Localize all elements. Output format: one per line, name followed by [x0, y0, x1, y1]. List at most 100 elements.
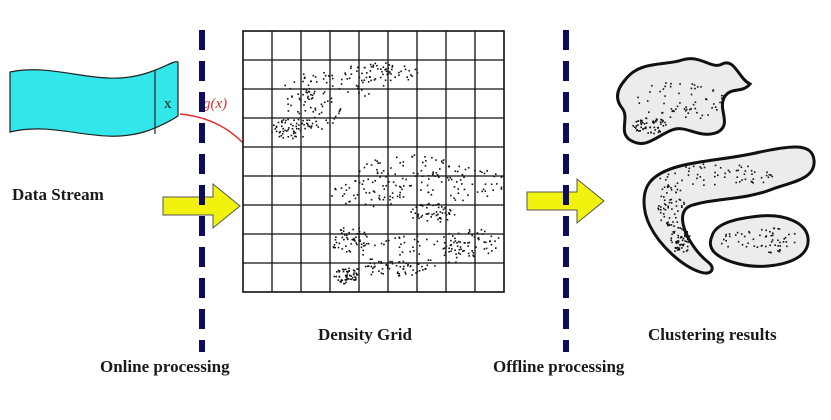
- density-point: [338, 270, 341, 272]
- density-point: [332, 246, 335, 248]
- density-point: [353, 237, 355, 240]
- density-point: [463, 188, 466, 191]
- density-point: [356, 194, 359, 196]
- density-point: [665, 124, 667, 126]
- density-point: [722, 95, 725, 97]
- density-point: [638, 102, 641, 104]
- density-point: [658, 129, 660, 132]
- density-point: [672, 167, 674, 170]
- density-point: [382, 66, 385, 68]
- density-point: [437, 206, 440, 209]
- density-point: [450, 244, 453, 246]
- density-point: [699, 166, 701, 168]
- density-point: [347, 91, 349, 93]
- density-point: [463, 176, 465, 179]
- density-point: [748, 231, 751, 234]
- density-point: [346, 270, 348, 273]
- density-point: [444, 212, 447, 214]
- density-point: [287, 103, 289, 105]
- density-point: [671, 208, 673, 210]
- density-point: [279, 130, 281, 133]
- density-point: [349, 274, 351, 277]
- density-point: [363, 79, 366, 81]
- density-point: [432, 171, 434, 173]
- density-point: [463, 242, 466, 244]
- density-point: [644, 127, 647, 130]
- density-point: [443, 254, 446, 257]
- density-point: [379, 162, 381, 164]
- density-point: [361, 79, 363, 82]
- density-point: [478, 238, 480, 241]
- density-point: [441, 160, 443, 163]
- density-point: [282, 130, 285, 133]
- density-point: [690, 87, 693, 90]
- density-point: [456, 170, 459, 173]
- density-point: [306, 91, 308, 94]
- density-point: [358, 227, 360, 230]
- density-point: [679, 236, 682, 239]
- density-point: [403, 185, 405, 187]
- density-point: [374, 244, 376, 247]
- density-point: [337, 269, 340, 272]
- density-point: [421, 214, 424, 217]
- density-point: [670, 237, 673, 239]
- density-point: [344, 279, 347, 281]
- density-point: [337, 246, 340, 249]
- density-point: [435, 214, 438, 217]
- density-point: [348, 231, 350, 234]
- density-point: [363, 188, 365, 190]
- density-point: [637, 120, 639, 122]
- density-point: [727, 169, 730, 172]
- density-point: [380, 261, 382, 263]
- density-point: [389, 71, 391, 73]
- density-point: [421, 175, 424, 177]
- density-point: [302, 80, 304, 83]
- density-point: [291, 96, 293, 98]
- density-point: [680, 228, 683, 230]
- density-point: [495, 247, 497, 249]
- density-point: [454, 249, 456, 251]
- density-point: [467, 167, 470, 169]
- density-point: [398, 246, 401, 248]
- density-point: [768, 174, 771, 176]
- density-point: [777, 228, 779, 230]
- density-point: [418, 270, 421, 272]
- density-point: [311, 122, 314, 125]
- density-point: [662, 88, 665, 90]
- density-point: [297, 111, 299, 113]
- density-point: [325, 81, 328, 84]
- density-point: [694, 101, 697, 103]
- density-point: [679, 189, 682, 192]
- density-point: [407, 264, 409, 267]
- density-point: [341, 268, 344, 271]
- density-point: [660, 123, 662, 125]
- density-point: [403, 235, 405, 238]
- density-point: [410, 211, 412, 213]
- density-point: [339, 109, 341, 111]
- density-point: [400, 186, 402, 189]
- density-point: [399, 194, 401, 196]
- density-point: [679, 244, 681, 246]
- density-point: [447, 165, 450, 168]
- grid-border: [242, 30, 505, 293]
- density-point: [682, 244, 684, 246]
- density-point: [390, 203, 392, 205]
- density-point: [348, 77, 351, 80]
- density-point: [752, 182, 754, 184]
- density-point: [483, 241, 485, 243]
- density-point: [676, 246, 679, 249]
- density-point: [413, 154, 416, 156]
- density-point: [434, 175, 436, 177]
- density-point: [389, 195, 391, 198]
- density-point: [336, 271, 338, 273]
- density-point: [685, 108, 688, 111]
- density-point: [354, 240, 356, 242]
- density-point: [394, 173, 396, 175]
- density-point: [671, 233, 673, 236]
- density-point: [362, 249, 364, 252]
- density-point: [439, 211, 442, 213]
- density-point: [386, 73, 388, 76]
- density-point: [292, 137, 294, 140]
- density-point: [372, 205, 375, 208]
- density-point: [741, 179, 743, 181]
